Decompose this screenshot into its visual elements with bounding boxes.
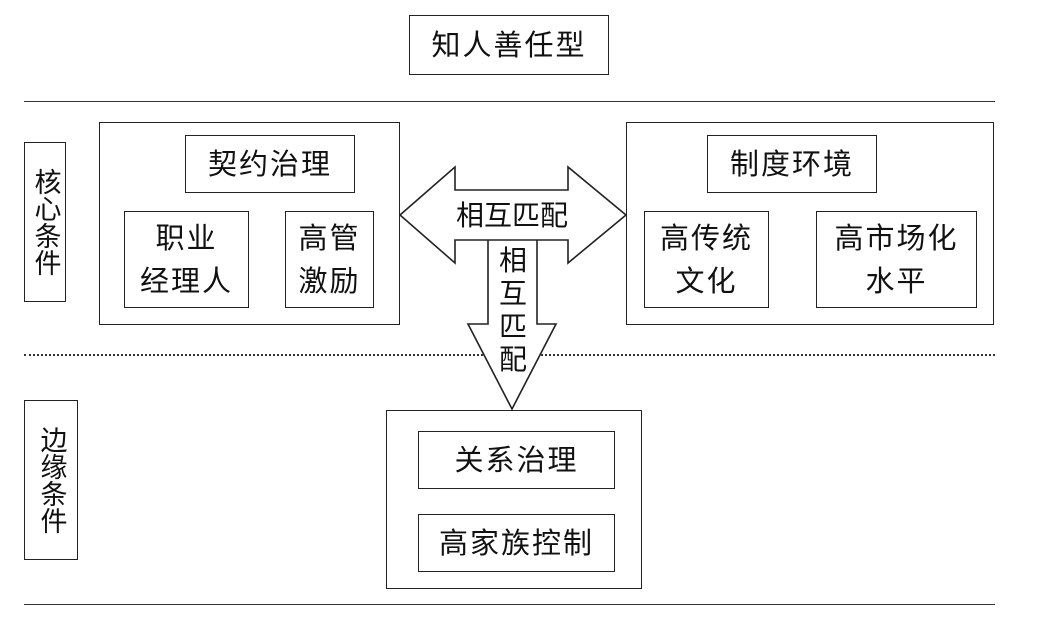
edge-conditions-label: 边缘条件 [24, 400, 78, 560]
marketization-box: 高市场化 水平 [816, 211, 977, 308]
down-arrow-char-2: 互 [499, 277, 527, 310]
executive-incentive-box: 高管 激励 [285, 211, 374, 308]
double-arrow-label: 相互匹配 [456, 199, 568, 232]
diagram-title-text: 知人善任型 [431, 27, 587, 62]
down-arrow [466, 234, 558, 411]
institutional-environment-header: 制度环境 [707, 135, 877, 193]
down-arrow-char-3: 匹 [499, 310, 527, 343]
top-divider [24, 101, 995, 102]
down-arrow-char-4: 配 [499, 343, 527, 376]
core-conditions-label: 核心条件 [24, 142, 66, 302]
contract-governance-header: 契约治理 [185, 135, 355, 193]
professional-manager-box: 职业 经理人 [124, 211, 249, 308]
relationship-governance-box: 关系治理 [418, 431, 615, 489]
traditional-culture-box: 高传统 文化 [644, 211, 769, 308]
diagram-title: 知人善任型 [409, 15, 609, 75]
double-arrow [398, 165, 628, 265]
bottom-divider [24, 604, 995, 605]
family-control-box: 高家族控制 [418, 514, 615, 572]
down-arrow-char-1: 相 [499, 244, 527, 277]
